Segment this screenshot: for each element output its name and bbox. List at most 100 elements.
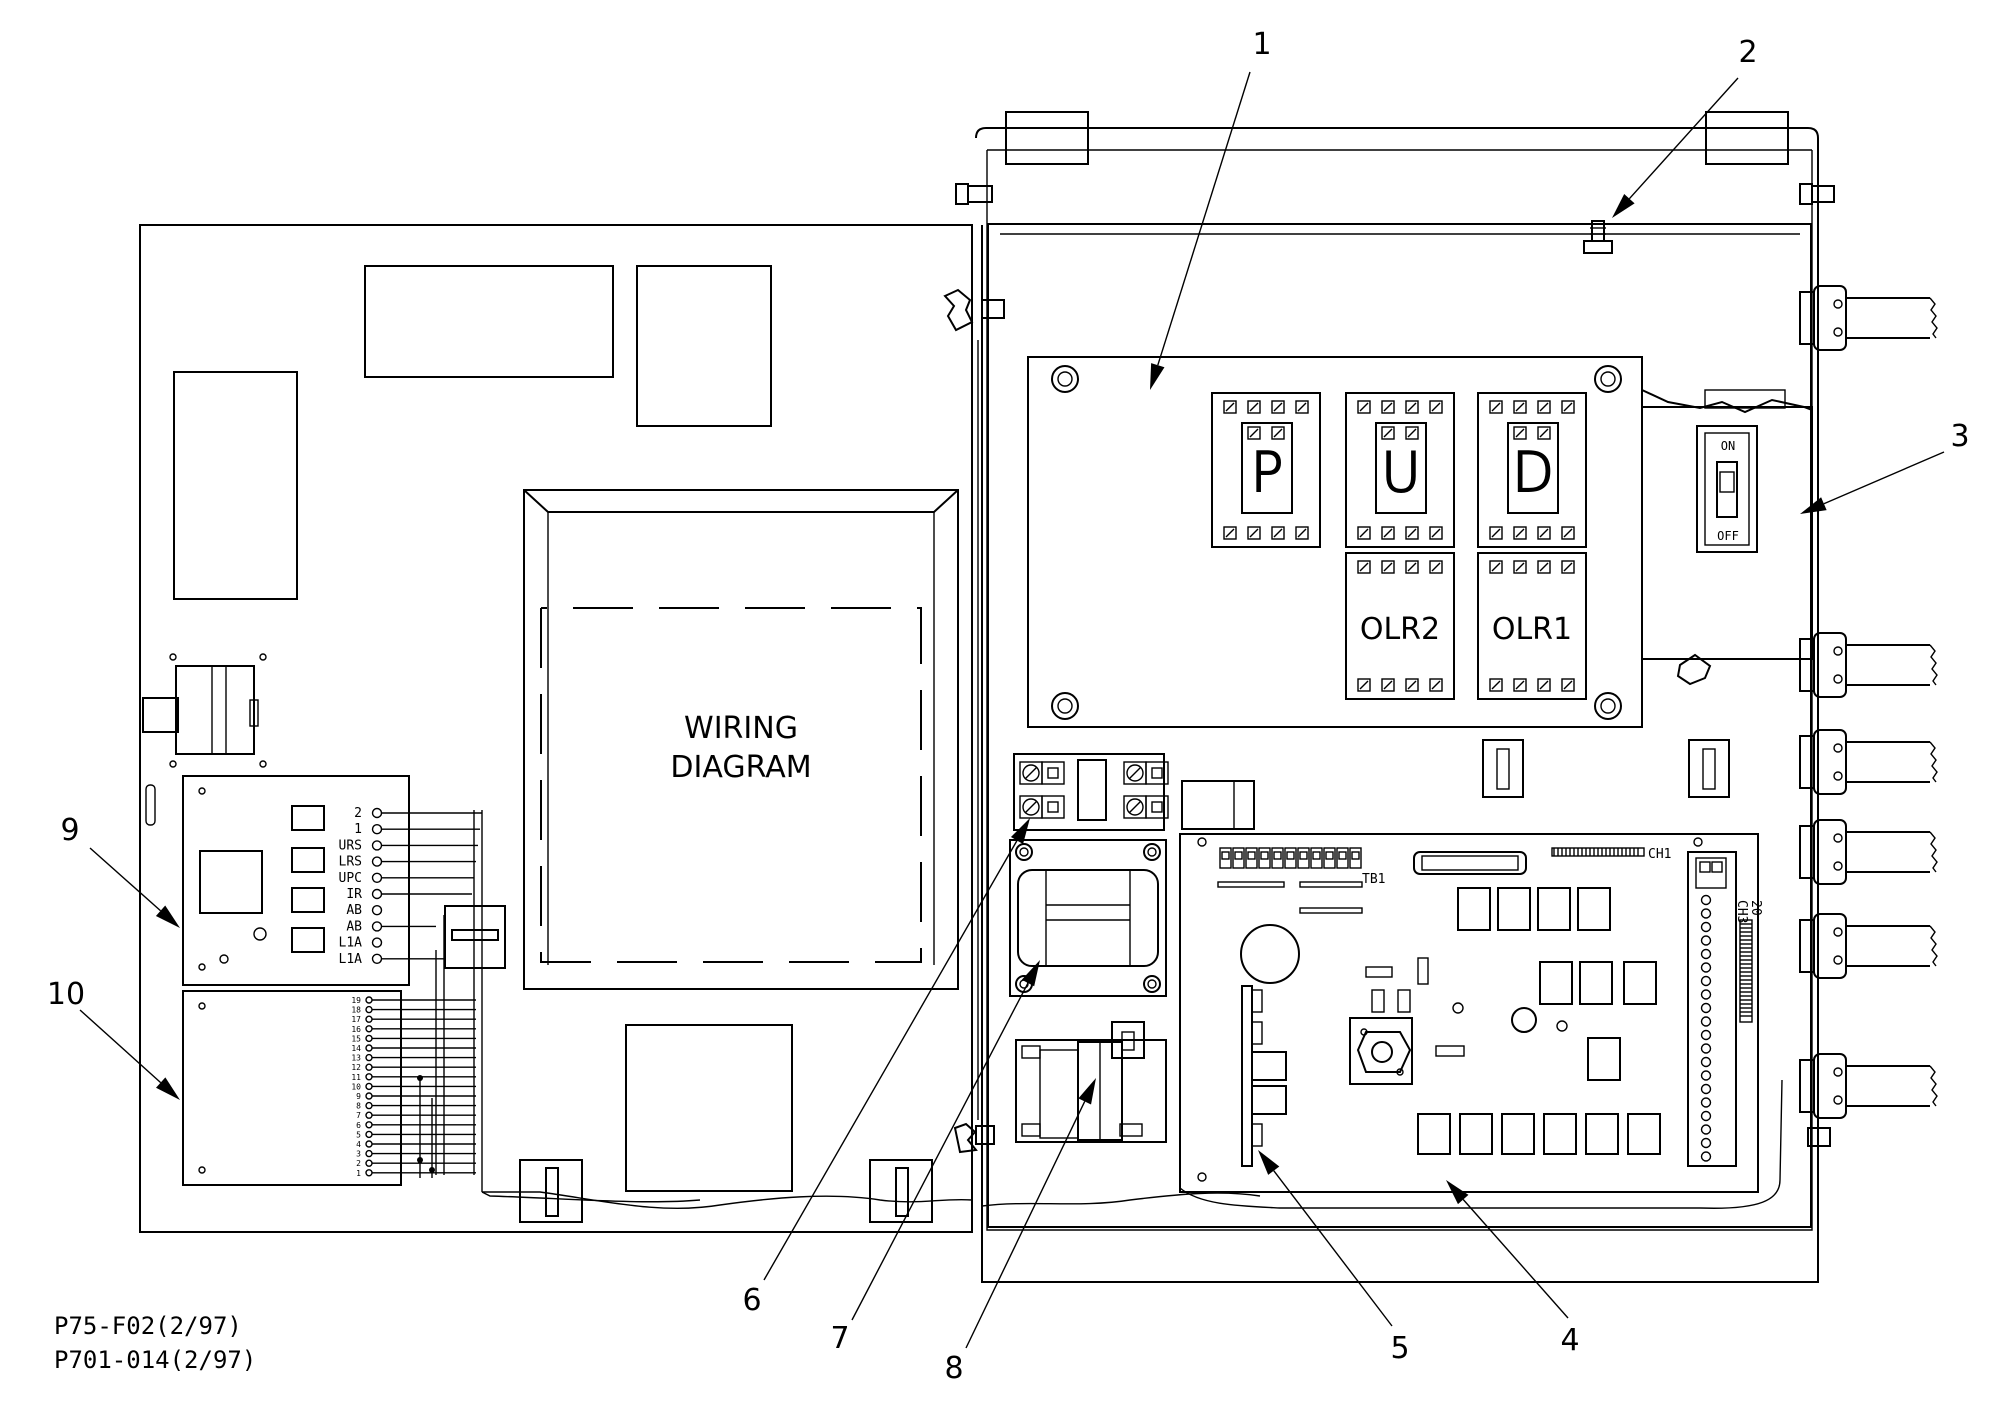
circuit-breaker: ON OFF bbox=[1641, 389, 1813, 686]
top-mounting-tab-right bbox=[1705, 111, 1789, 165]
terminal-screw-icon bbox=[371, 905, 383, 916]
tb9-terminal-label: 2 bbox=[354, 806, 362, 821]
tb10-terminal-label: 11 bbox=[351, 1073, 361, 1082]
tb10-terminal-label: 10 bbox=[351, 1082, 361, 1091]
relay-olr2-label: OLR2 bbox=[1360, 612, 1440, 647]
leader-line bbox=[1157, 71, 1251, 366]
tb9-terminal-label: URS bbox=[339, 838, 362, 853]
callout-3: 3 bbox=[1950, 419, 1969, 454]
tb9-terminal-label: IR bbox=[346, 887, 362, 902]
terminal-screw-icon bbox=[365, 1044, 373, 1052]
conduit-fitting bbox=[1799, 819, 1938, 885]
tb10-terminal-label: 5 bbox=[356, 1130, 361, 1139]
terminal-screw-icon bbox=[365, 1053, 373, 1062]
terminal-screw-icon bbox=[365, 1121, 373, 1129]
tb10-terminal-label: 12 bbox=[351, 1063, 361, 1072]
terminal-screw-icon bbox=[371, 888, 383, 900]
tb9-terminal-label: LRS bbox=[339, 855, 362, 870]
terminal-screw-icon bbox=[371, 921, 383, 932]
tb10-terminal-label: 14 bbox=[351, 1044, 361, 1053]
leader-line bbox=[763, 840, 1018, 1281]
breaker-on-label: ON bbox=[1721, 439, 1735, 453]
relay-module-small bbox=[1181, 780, 1255, 830]
conduit-fitting bbox=[1799, 913, 1938, 979]
fuse-holder bbox=[1015, 1021, 1167, 1143]
callout-6: 6 bbox=[742, 1283, 761, 1318]
terminal-screw-icon bbox=[365, 1025, 373, 1033]
tb9-terminal-label: AB bbox=[346, 903, 362, 918]
tb9-terminal-label: L1A bbox=[339, 952, 363, 967]
part-number-2: P701-014(2/97) bbox=[54, 1346, 256, 1374]
terminal-screw-icon bbox=[371, 824, 383, 835]
enclosure-door: WIRING DIAGRAM 2 bbox=[139, 224, 973, 1233]
callout-10: 10 bbox=[47, 977, 85, 1012]
breaker-off-label: OFF bbox=[1717, 529, 1739, 543]
tb9-terminal-label: 1 bbox=[354, 822, 362, 837]
leader-line bbox=[1273, 1170, 1393, 1327]
terminal-screw-icon bbox=[365, 1159, 373, 1167]
callout-4: 4 bbox=[1560, 1323, 1579, 1358]
relay-u-label: U bbox=[1381, 441, 1421, 504]
mounting-screw-icon bbox=[1594, 692, 1622, 720]
tb9-terminal-label: UPC bbox=[339, 871, 362, 886]
tb9-terminal-label: L1A bbox=[339, 936, 363, 951]
tb10-terminal-label: 15 bbox=[351, 1034, 361, 1043]
terminal-screw-icon bbox=[365, 1015, 373, 1023]
screw-icon bbox=[1019, 795, 1065, 819]
arrowhead-icon bbox=[155, 1077, 180, 1100]
tb10-terminal-label: 16 bbox=[351, 1025, 361, 1034]
conduit-fitting bbox=[1799, 729, 1938, 795]
control-board: TB1 CH1 bbox=[1179, 833, 1763, 1193]
door-label-plate-2 bbox=[636, 265, 772, 427]
callout-5: 5 bbox=[1390, 1331, 1409, 1366]
terminal-screw-icon bbox=[365, 1034, 373, 1043]
arrowhead-icon bbox=[155, 905, 180, 928]
arrowhead-icon bbox=[1446, 1180, 1469, 1205]
terminal-screw-icon bbox=[365, 1130, 373, 1139]
arrowhead-icon bbox=[1258, 1150, 1280, 1175]
callout-2: 2 bbox=[1738, 35, 1757, 70]
relay-olr2: OLR2 bbox=[1345, 552, 1455, 700]
transformer bbox=[1009, 839, 1167, 997]
top-mounting-tab-left bbox=[1005, 111, 1089, 165]
screw-icon bbox=[1123, 795, 1169, 819]
tb1-label: TB1 bbox=[1362, 872, 1385, 887]
screw-icon bbox=[1143, 975, 1161, 993]
screw-icon bbox=[1123, 761, 1169, 785]
door-label-plate-4 bbox=[625, 1024, 793, 1192]
power-terminal-block bbox=[1013, 753, 1169, 831]
relay-d: D bbox=[1477, 392, 1587, 548]
tb9-terminal-label: AB bbox=[346, 919, 362, 934]
tb10-terminal-label: 1 bbox=[356, 1169, 361, 1178]
enclosure-wiring bbox=[981, 1192, 1261, 1207]
conduit-fittings bbox=[1799, 285, 1938, 1119]
terminal-screw-icon bbox=[365, 1092, 373, 1100]
terminal-screw-icon bbox=[365, 1111, 373, 1119]
ch1-label: CH1 bbox=[1648, 847, 1671, 862]
ch3-number-label: 20 bbox=[1748, 900, 1763, 916]
tb10-terminal-label: 7 bbox=[356, 1111, 361, 1120]
screw-icon bbox=[1019, 761, 1065, 785]
tb10-terminal-label: 4 bbox=[356, 1140, 361, 1149]
mounting-screw-icon bbox=[1051, 365, 1079, 393]
terminal-screw-icon bbox=[365, 1073, 373, 1081]
arrowhead-icon bbox=[1078, 1078, 1096, 1105]
callout-7: 7 bbox=[830, 1321, 849, 1356]
door-label-plate-3 bbox=[173, 371, 298, 600]
ch3-label: CH3 bbox=[1734, 900, 1749, 923]
leader-line bbox=[965, 1101, 1086, 1349]
knockout-right bbox=[1688, 739, 1730, 798]
leader-line bbox=[1462, 1199, 1569, 1319]
tb10-terminal-label: 19 bbox=[351, 996, 361, 1005]
relay-olr1-label: OLR1 bbox=[1492, 612, 1572, 647]
ch3-terminal-strip bbox=[1687, 851, 1753, 1167]
relay-d-label: D bbox=[1512, 441, 1554, 504]
tb10-terminal-label: 17 bbox=[351, 1015, 361, 1024]
door-latch bbox=[142, 653, 267, 826]
wiring-label-line2: DIAGRAM bbox=[670, 750, 811, 785]
buzzer bbox=[1240, 924, 1300, 984]
relay-p: P bbox=[1211, 392, 1321, 548]
terminal-screw-icon bbox=[371, 872, 383, 883]
callout-9: 9 bbox=[60, 813, 79, 848]
